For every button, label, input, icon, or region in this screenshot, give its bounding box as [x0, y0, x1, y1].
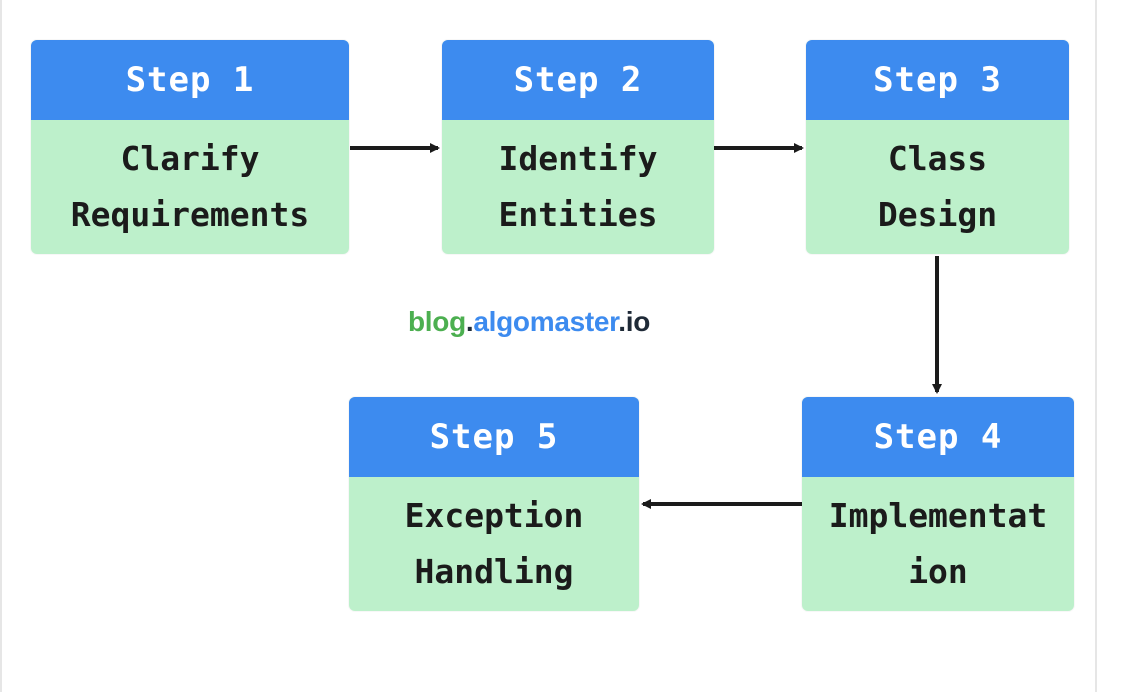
left-border	[0, 0, 2, 692]
step-5-line-1: Exception	[404, 496, 584, 535]
watermark-dot-1: .	[465, 306, 474, 337]
watermark-dot-2: .	[618, 306, 626, 337]
step-2-line-1: Identify	[498, 139, 658, 178]
step-3-header: Step 3	[806, 40, 1069, 120]
step-5-header: Step 5	[349, 397, 639, 477]
step-4-line-2: ion	[908, 552, 968, 591]
step-2-body: Identify Entities	[442, 120, 714, 254]
step-5-line-2: Handling	[414, 552, 574, 591]
watermark-blog: blog	[408, 306, 466, 337]
step-3-box: Step 3 Class Design	[806, 40, 1069, 254]
step-1-line-2: Requirements	[70, 195, 310, 234]
right-border	[1095, 0, 1097, 692]
step-2-box: Step 2 Identify Entities	[442, 40, 714, 254]
step-4-box: Step 4 Implementat ion	[802, 397, 1074, 611]
watermark-algomaster: algomaster	[473, 306, 619, 337]
step-4-line-1: Implementat	[828, 496, 1048, 535]
step-1-header: Step 1	[31, 40, 349, 120]
watermark-io: io	[625, 306, 651, 337]
step-3-line-1: Class	[887, 139, 988, 178]
step-1-line-1: Clarify	[120, 139, 260, 178]
step-4-header: Step 4	[802, 397, 1074, 477]
step-2-header: Step 2	[442, 40, 714, 120]
watermark: blog.algomaster.io	[408, 306, 650, 338]
step-1-box: Step 1 Clarify Requirements	[31, 40, 349, 254]
step-4-body: Implementat ion	[802, 477, 1074, 611]
step-1-body: Clarify Requirements	[31, 120, 349, 254]
step-3-body: Class Design	[806, 120, 1069, 254]
step-3-line-2: Design	[877, 195, 998, 234]
step-5-body: Exception Handling	[349, 477, 639, 611]
step-2-line-2: Entities	[498, 195, 658, 234]
step-5-box: Step 5 Exception Handling	[349, 397, 639, 611]
